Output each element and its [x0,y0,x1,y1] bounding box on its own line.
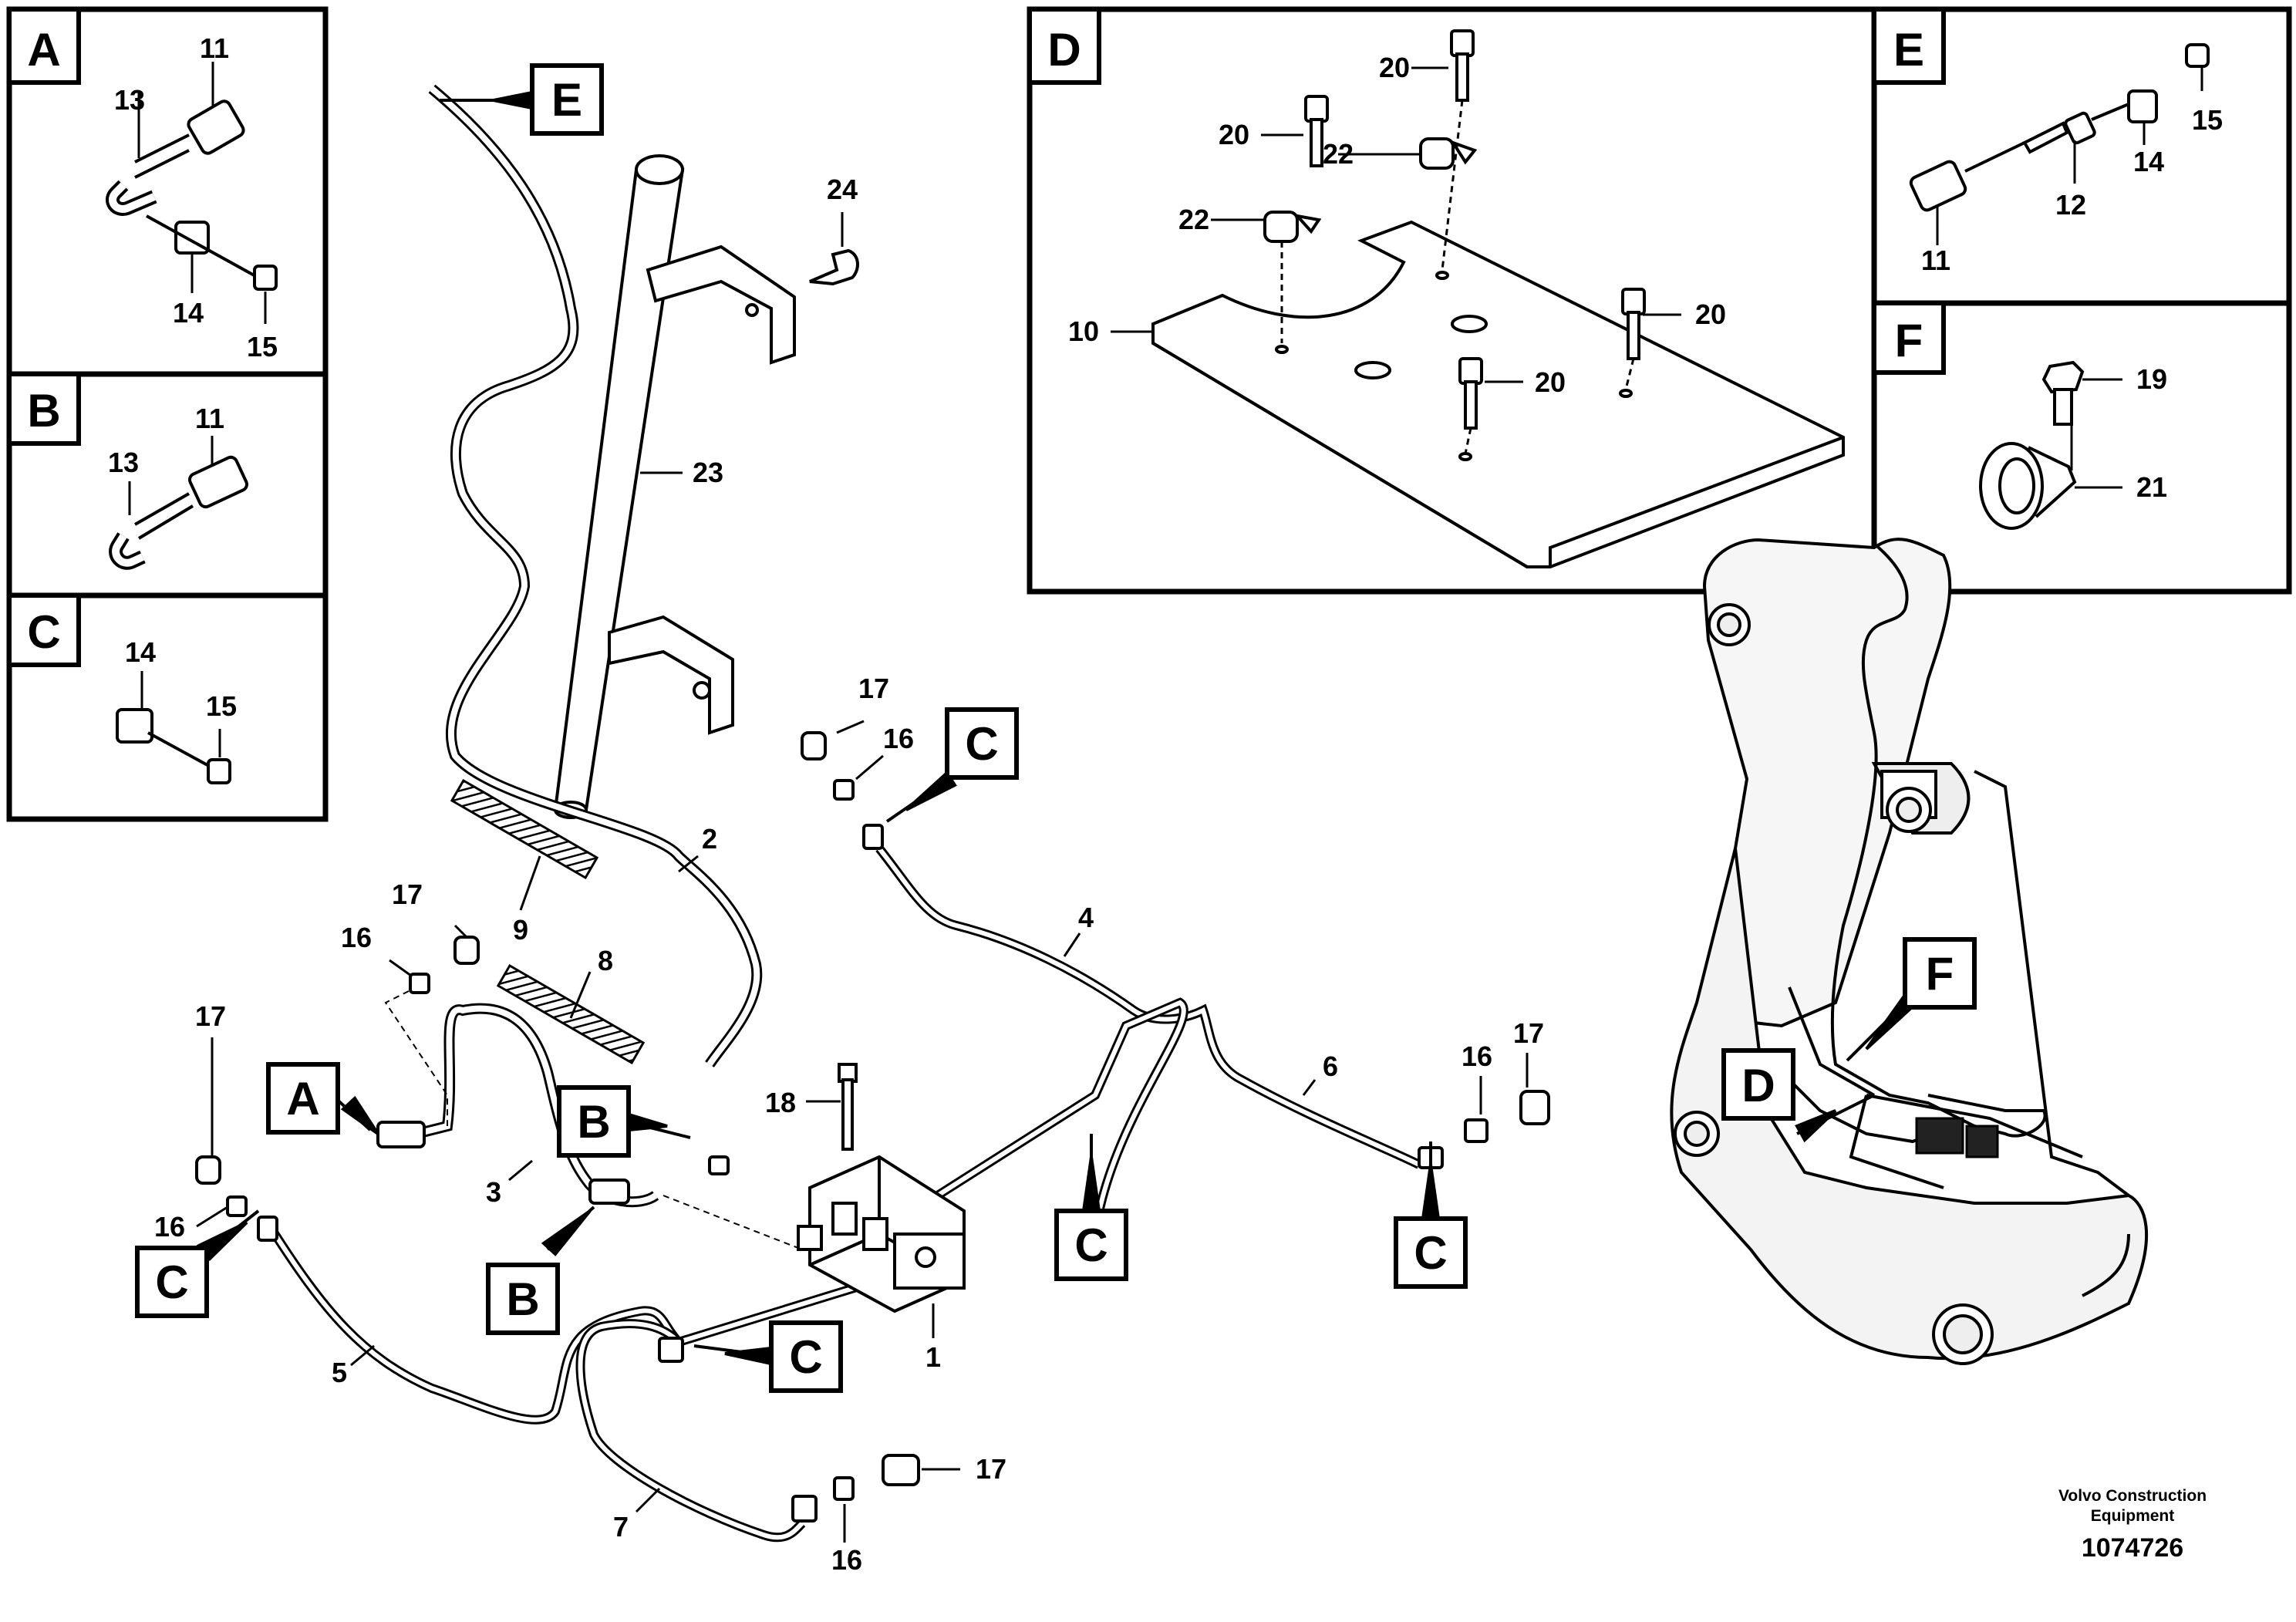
panel-a-fittings [106,62,278,324]
panel-a-label-13: 13 [114,84,145,116]
panel-a-label-15: 15 [247,331,278,363]
panel-d-leaders [1111,66,1681,383]
overview-callout-f: F [1926,948,1954,1000]
drawing-number: 1074726 [2082,1533,2183,1563]
label-17-left: 17 [195,1000,226,1032]
panel-a-label-11: 11 [200,32,229,64]
company-name-line1: Volvo Construction [2058,1487,2207,1505]
panel-letter-boxes-left [7,7,81,667]
overview-linkage [1670,538,2148,1365]
label-8: 8 [598,945,613,976]
panel-c-label-14: 14 [125,636,156,668]
panel-d-plate [1151,29,1845,568]
callout-c-5: C [155,1256,188,1308]
valve-block-1 [797,1155,966,1313]
screw-24 [809,212,859,286]
panel-f-label-19: 19 [2136,363,2167,395]
panel-d-label-10: 10 [1068,315,1099,347]
label-16-left: 16 [154,1211,185,1243]
panel-d-label-20d: 20 [1535,366,1566,398]
callout-c-3: C [1414,1227,1447,1279]
panel-e-label-12: 12 [2055,189,2086,221]
callout-arrows [196,90,1441,1366]
overview-callout-arrows [1795,992,1915,1143]
callout-c-1: C [965,718,998,770]
label-18: 18 [765,1087,796,1118]
label-17-mid: 17 [392,878,423,910]
company-name-line2: Equipment [2091,1507,2175,1525]
label-16-right: 16 [1462,1040,1492,1072]
panel-d-label-20b: 20 [1219,119,1249,150]
label-4: 4 [1078,902,1094,933]
panel-e-label-14: 14 [2133,146,2164,177]
panel-a-letter: A [27,24,60,76]
label-17-top: 17 [858,673,889,704]
fittings-16-17 [195,731,1550,1523]
label-9: 9 [513,914,528,946]
panel-e-label-15: 15 [2192,104,2223,136]
panel-d-letter: D [1047,24,1081,76]
label-17-bottom: 17 [976,1453,1006,1485]
callout-a: A [286,1073,319,1125]
label-16-mid: 16 [341,922,372,953]
panel-e-letter: E [1893,24,1924,76]
panel-d-label-22a: 22 [1323,138,1354,170]
panel-e-label-11: 11 [1921,244,1950,276]
panel-b-letter: B [27,385,60,437]
overview-callout-d: D [1741,1060,1775,1111]
label-leaders [196,212,1529,1543]
bar-23 [553,154,796,819]
label-23: 23 [693,457,723,488]
main-callout-boxes [135,63,1468,1393]
label-16-top: 16 [883,723,914,754]
panel-letter-boxes-right [1027,7,1946,375]
overview-callout-boxes [1721,937,1977,1121]
panel-f-label-21: 21 [2136,471,2167,503]
label-7: 7 [613,1511,629,1543]
panel-b-label-13: 13 [108,447,139,478]
panel-f-letter: F [1895,315,1923,366]
label-2: 2 [702,823,717,855]
panel-c-label-15: 15 [206,690,237,722]
spring-8 [496,963,646,1065]
panel-d-label-20a: 20 [1379,52,1410,83]
callout-c-2: C [1074,1219,1108,1271]
callout-b-lower: B [506,1273,539,1325]
label-5: 5 [332,1357,347,1388]
spring-9 [450,778,599,880]
panel-d-label-20c: 20 [1695,298,1726,330]
label-24: 24 [827,174,858,205]
panel-b-fittings [109,436,248,570]
label-17-right: 17 [1513,1017,1544,1049]
overview-connectors [1915,1117,1999,1158]
panel-c-fittings [116,671,231,784]
callout-e: E [551,74,582,126]
bolt-18 [838,1063,858,1151]
dashed-lines [384,990,803,1250]
panel-f-clamp [1979,360,2122,530]
label-16-bottom: 16 [831,1544,862,1576]
label-3: 3 [486,1176,501,1208]
panel-c-letter: C [27,606,60,658]
label-1: 1 [925,1341,941,1373]
callout-c-4: C [789,1331,822,1383]
callout-b-upper: B [577,1096,610,1148]
panel-b-label-11: 11 [195,403,224,434]
panel-a-label-14: 14 [173,297,204,329]
label-6: 6 [1323,1050,1338,1082]
panel-e-fittings [1909,43,2210,245]
panel-d-label-22b: 22 [1178,204,1209,235]
